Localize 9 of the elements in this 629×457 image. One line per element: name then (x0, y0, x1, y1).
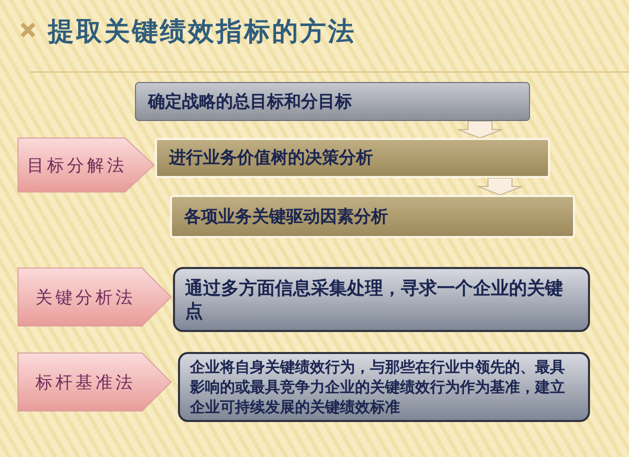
block-arrow (478, 178, 522, 196)
title: 提取关键绩效指标的方法 (48, 16, 356, 49)
description-box: 企业将自身关键绩效行为，与那些在行业中领先的、最具影响的或最具竞争力企业的关键绩效行为作为基准，建立企业可持续发展的关键绩效标准 (178, 352, 590, 422)
process-box: 各项业务关键驱动因素分析 (170, 195, 575, 238)
method-tag: 关键分析法 (17, 267, 172, 327)
block-arrow (458, 120, 502, 139)
process-box: 确定战略的总目标和分目标 (135, 82, 530, 121)
method-tag: 目标分解法 (17, 137, 155, 193)
method-tag: 标杆基准法 (17, 352, 172, 412)
